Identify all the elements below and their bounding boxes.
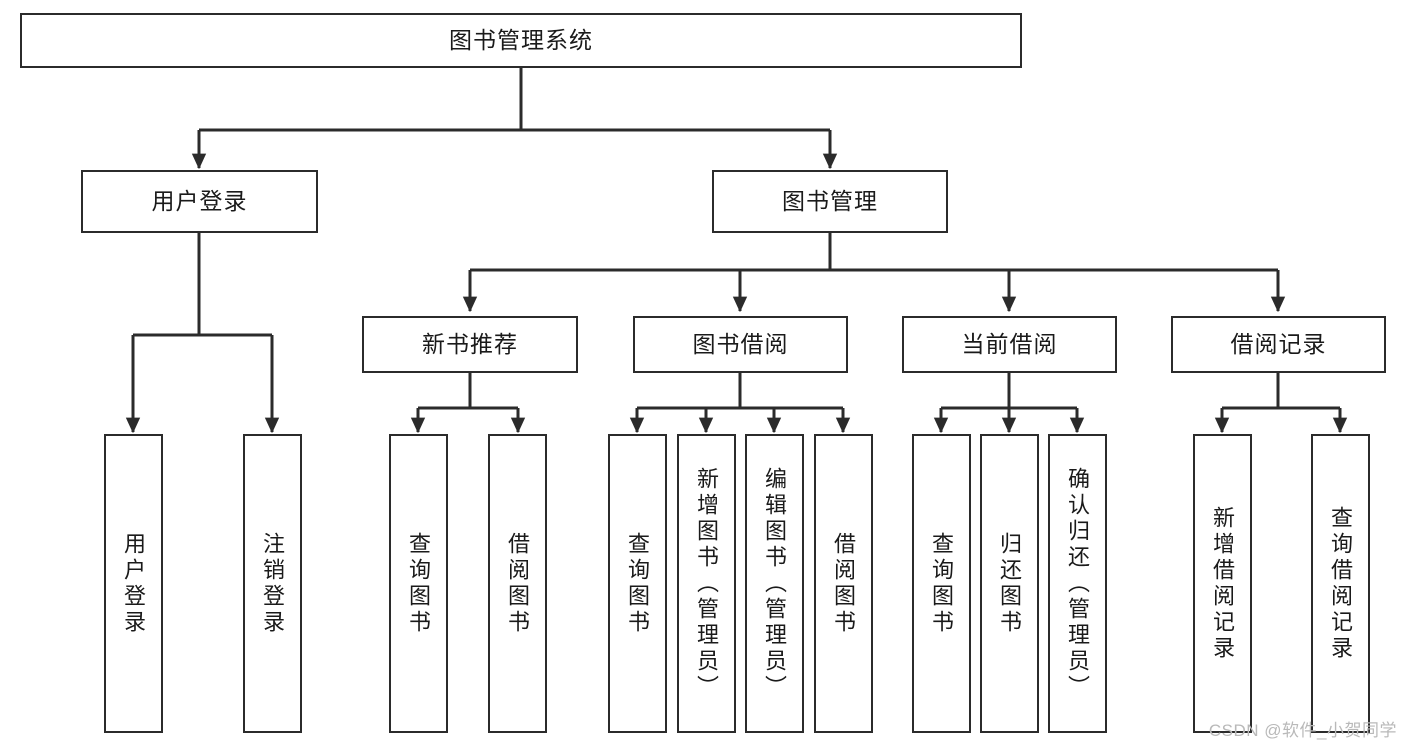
node-borrow-record[interactable]: 借阅记录 — [1171, 316, 1386, 373]
node-user-login[interactable]: 用户登录 — [81, 170, 318, 233]
node-leaf-record-query-label: 查询借阅记录 — [1328, 505, 1354, 662]
node-book-manage-label: 图书管理 — [782, 187, 878, 214]
node-user-login-label: 用户登录 — [151, 187, 248, 214]
node-root[interactable]: 图书管理系统 — [20, 13, 1022, 68]
node-leaf-borrow-query-book[interactable]: 查询图书 — [608, 434, 667, 733]
node-leaf-borrow-edit-book[interactable]: 编辑图书（管理员） — [745, 434, 804, 733]
node-leaf-current-query-book-label: 查询图书 — [929, 531, 955, 636]
node-leaf-borrow-borrow-book-label: 借阅图书 — [831, 531, 857, 636]
node-leaf-current-return-book-label: 归还图书 — [997, 531, 1023, 636]
node-new-book-recommend[interactable]: 新书推荐 — [362, 316, 578, 373]
node-leaf-record-add-label: 新增借阅记录 — [1210, 505, 1236, 662]
node-new-book-recommend-label: 新书推荐 — [422, 330, 518, 357]
node-current-borrow-label: 当前借阅 — [961, 330, 1058, 357]
node-leaf-current-query-book[interactable]: 查询图书 — [912, 434, 971, 733]
node-leaf-borrow-add-book-label: 新增图书（管理员） — [694, 466, 720, 701]
node-leaf-borrow-edit-book-label: 编辑图书（管理员） — [762, 466, 788, 701]
node-book-borrow[interactable]: 图书借阅 — [633, 316, 848, 373]
node-book-manage[interactable]: 图书管理 — [712, 170, 948, 233]
node-leaf-record-query[interactable]: 查询借阅记录 — [1311, 434, 1370, 733]
node-leaf-user-login-label: 用户登录 — [121, 531, 147, 636]
watermark: CSDN @软件_小贺同学 — [1208, 721, 1397, 740]
node-leaf-borrow-borrow-book[interactable]: 借阅图书 — [814, 434, 873, 733]
node-leaf-record-add[interactable]: 新增借阅记录 — [1193, 434, 1252, 733]
node-leaf-borrow-add-book[interactable]: 新增图书（管理员） — [677, 434, 736, 733]
node-leaf-rec-borrow-book[interactable]: 借阅图书 — [488, 434, 547, 733]
node-leaf-rec-query-book-label: 查询图书 — [406, 531, 432, 636]
node-book-borrow-label: 图书借阅 — [692, 330, 789, 357]
node-leaf-user-logout[interactable]: 注销登录 — [243, 434, 302, 733]
node-root-label: 图书管理系统 — [449, 26, 593, 53]
node-leaf-rec-borrow-book-label: 借阅图书 — [505, 531, 531, 636]
node-leaf-borrow-query-book-label: 查询图书 — [625, 531, 651, 636]
node-leaf-user-login[interactable]: 用户登录 — [104, 434, 163, 733]
node-borrow-record-label: 借阅记录 — [1230, 330, 1327, 357]
node-leaf-rec-query-book[interactable]: 查询图书 — [389, 434, 448, 733]
node-leaf-current-return-book[interactable]: 归还图书 — [980, 434, 1039, 733]
node-leaf-current-confirm-return-label: 确认归还（管理员） — [1065, 466, 1091, 701]
node-current-borrow[interactable]: 当前借阅 — [902, 316, 1117, 373]
node-leaf-user-logout-label: 注销登录 — [260, 531, 286, 636]
node-leaf-current-confirm-return[interactable]: 确认归还（管理员） — [1048, 434, 1107, 733]
